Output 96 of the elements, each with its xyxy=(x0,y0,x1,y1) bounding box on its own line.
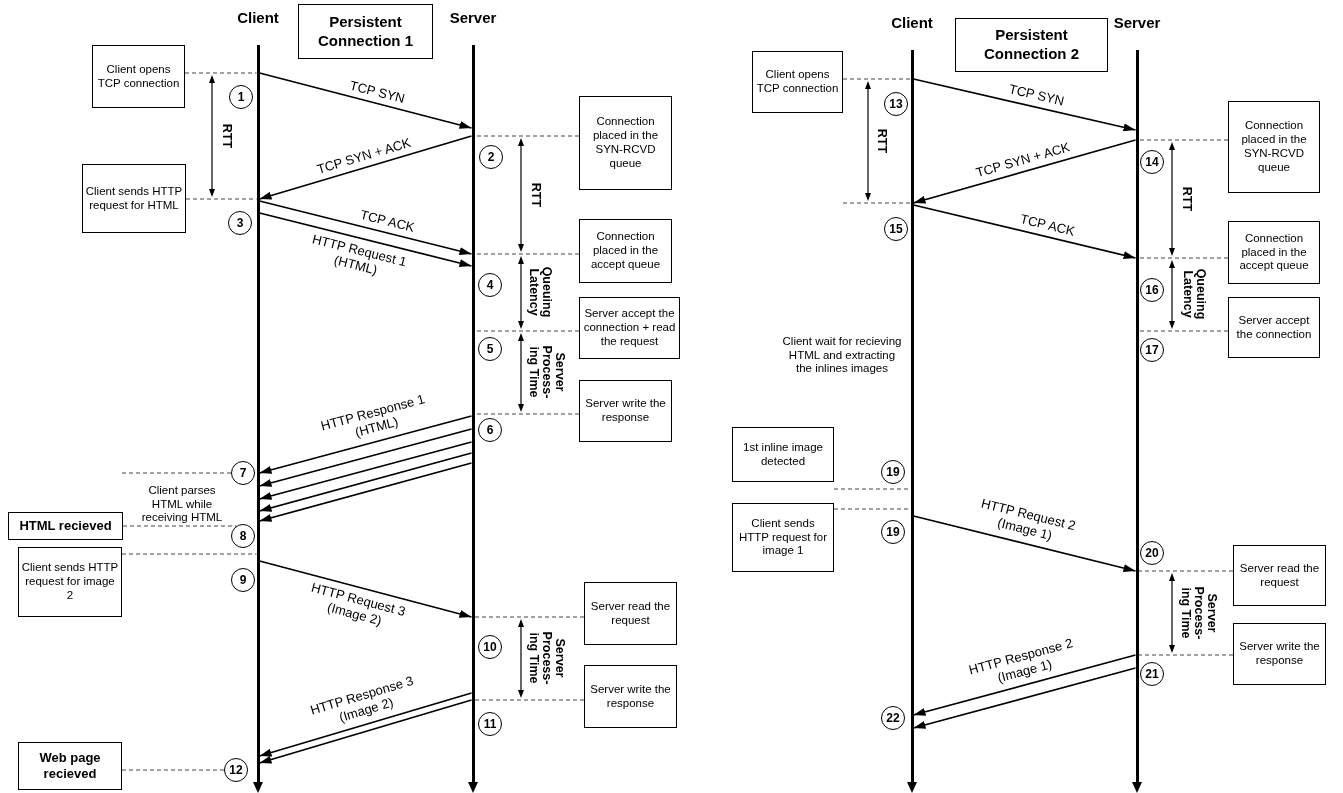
guide-line xyxy=(842,202,911,204)
message-arrow xyxy=(258,200,473,255)
annotation-text: Client parses HTML while receiving HTML xyxy=(140,483,224,525)
message-arrow xyxy=(912,78,1137,132)
note-box: Server write the response xyxy=(1233,623,1326,685)
message-arrow xyxy=(258,428,473,487)
guide-line xyxy=(1138,330,1229,332)
duration-label: Server Process- ing Time xyxy=(526,344,566,401)
guide-line xyxy=(474,330,580,332)
duration-label: Queuing Latency xyxy=(526,265,554,320)
step-number: 19 xyxy=(881,520,905,544)
step-number: 15 xyxy=(884,217,908,241)
lifeline-heading: Client xyxy=(237,9,279,26)
step-number: 9 xyxy=(231,568,255,592)
note-box: HTML recieved xyxy=(8,512,123,540)
message-arrow xyxy=(258,212,473,267)
message-arrow xyxy=(258,135,473,200)
message-arrow xyxy=(912,654,1137,716)
message-arrow xyxy=(912,139,1137,204)
message-arrow xyxy=(258,441,473,500)
lifeline-heading: Server xyxy=(449,9,497,26)
guide-line xyxy=(1138,654,1234,656)
guide-line xyxy=(121,769,225,771)
lifeline-heading: Client xyxy=(891,14,933,31)
note-box: Client opens TCP connection xyxy=(752,51,843,113)
message-arrow xyxy=(258,462,473,522)
guide-line xyxy=(474,616,585,618)
step-number: 2 xyxy=(479,145,503,169)
duration-label: Server Process- ing Time xyxy=(526,630,566,687)
duration-label: Server Process- ing Time xyxy=(1178,585,1218,642)
annotation-text: Client wait for recieving HTML and extracting the inlines images xyxy=(781,334,903,376)
message-arrow xyxy=(258,415,473,474)
message-arrow xyxy=(258,692,473,757)
title-box: Persistent Connection 1 xyxy=(298,4,433,59)
message-arrow xyxy=(912,204,1137,260)
guide-line xyxy=(474,699,585,701)
note-box: Server write the response xyxy=(579,380,672,442)
step-number: 11 xyxy=(478,712,502,736)
guide-line xyxy=(474,413,580,415)
guide-line xyxy=(121,553,257,555)
message-arrow xyxy=(912,667,1137,729)
step-number: 3 xyxy=(228,211,252,235)
step-number: 22 xyxy=(881,706,905,730)
step-number: 6 xyxy=(478,418,502,442)
guide-line xyxy=(1138,570,1234,572)
guide-line xyxy=(474,135,580,137)
note-box: Server accept the connection + read the request xyxy=(579,297,680,359)
step-number: 7 xyxy=(231,461,255,485)
note-box: Server write the response xyxy=(584,665,677,728)
duration-label: RTT xyxy=(219,122,233,151)
guide-line xyxy=(121,472,232,474)
message-arrow xyxy=(258,452,473,512)
note-box: Server read the request xyxy=(584,582,677,645)
note-box: Connection placed in the accept queue xyxy=(1228,221,1320,284)
note-box: Client sends HTTP request for HTML xyxy=(82,164,186,233)
guide-line xyxy=(833,488,911,490)
duration-label: RTT xyxy=(528,181,542,210)
note-box: Web page recieved xyxy=(18,742,122,790)
lifeline-heading: Server xyxy=(1113,14,1161,31)
step-number: 19 xyxy=(881,460,905,484)
step-number: 12 xyxy=(224,758,248,782)
step-number: 16 xyxy=(1140,278,1164,302)
note-box: Connection placed in the SYN-RCVD queue xyxy=(1228,101,1320,193)
duration-label: Queuing Latency xyxy=(1180,267,1208,322)
note-box: Connection placed in the SYN-RCVD queue xyxy=(579,96,672,190)
note-box: Client sends HTTP request for image 2 xyxy=(18,547,122,617)
duration-label: RTT xyxy=(1179,185,1193,214)
step-number: 14 xyxy=(1140,150,1164,174)
guide-line xyxy=(833,508,911,510)
step-number: 20 xyxy=(1140,541,1164,565)
guide-line xyxy=(184,72,257,74)
note-box: Client opens TCP connection xyxy=(92,45,185,108)
step-number: 5 xyxy=(478,337,502,361)
step-number: 17 xyxy=(1140,338,1164,362)
step-number: 1 xyxy=(229,85,253,109)
guide-line xyxy=(1138,257,1229,259)
note-box: Server accept the connection xyxy=(1228,297,1320,358)
guide-line xyxy=(185,198,257,200)
note-box: Server read the request xyxy=(1233,545,1326,606)
duration-label: RTT xyxy=(874,127,888,156)
guide-line xyxy=(1138,139,1229,141)
note-box: Connection placed in the accept queue xyxy=(579,219,672,283)
step-number: 4 xyxy=(478,273,502,297)
message-arrow xyxy=(258,72,473,129)
title-box: Persistent Connection 2 xyxy=(955,18,1108,72)
step-number: 8 xyxy=(231,524,255,548)
note-box: Client sends HTTP request for image 1 xyxy=(732,503,834,572)
guide-line xyxy=(474,253,580,255)
message-arrow xyxy=(258,560,473,618)
note-box: 1st inline image detected xyxy=(732,427,834,482)
step-number: 21 xyxy=(1140,662,1164,686)
step-number: 13 xyxy=(884,92,908,116)
guide-line xyxy=(842,78,911,80)
step-number: 10 xyxy=(478,635,502,659)
message-arrow xyxy=(258,699,473,764)
message-arrow xyxy=(912,515,1137,572)
